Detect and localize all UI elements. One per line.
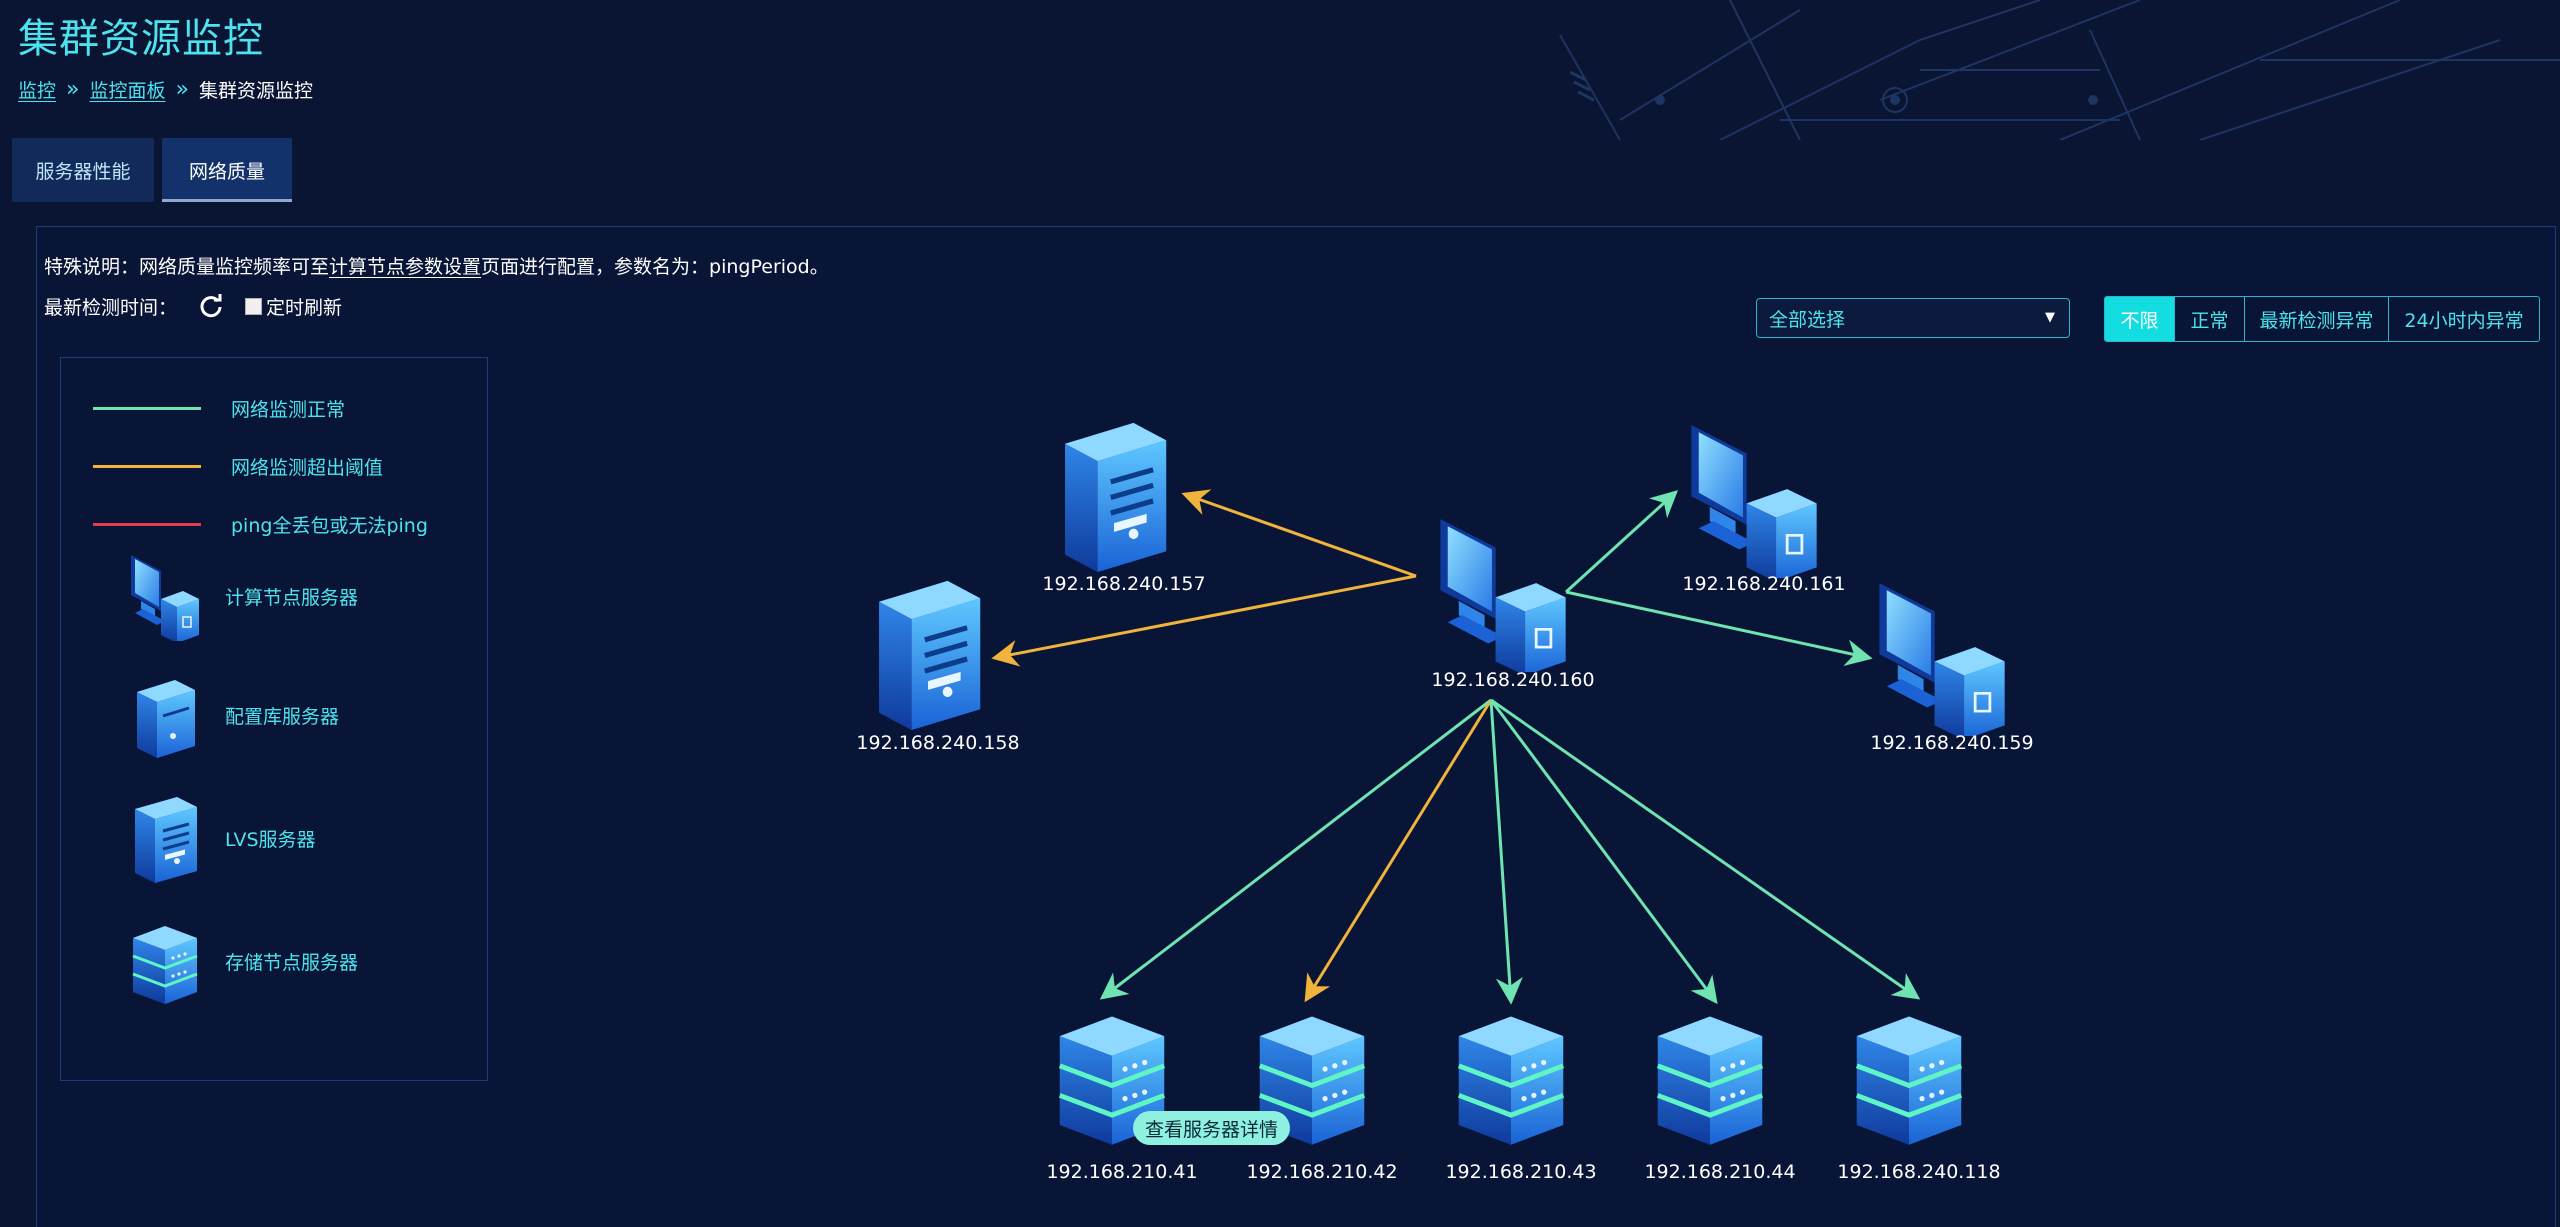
link-normal (1564, 490, 1678, 594)
legend-item-config: 配置库服务器 (61, 670, 339, 760)
legend-label: 网络监测超出阈值 (231, 457, 384, 479)
legend-line-fail (93, 523, 201, 526)
page-title: 集群资源监控 (18, 16, 264, 62)
breadcrumb-link-dashboard[interactable]: 监控面板 (89, 80, 166, 102)
filter-24h-abnormal[interactable]: 24小时内异常 (2404, 309, 2524, 332)
lvs-server-icon (1065, 423, 1166, 572)
refresh-icon[interactable] (197, 292, 225, 320)
legend-line-normal (93, 407, 201, 410)
topology-node-compute[interactable]: 192.168.240.159 (1870, 581, 2034, 754)
links-layer (991, 489, 1921, 1005)
breadcrumb-current: 集群资源监控 (198, 80, 313, 102)
auto-refresh-label: 定时刷新 (266, 296, 343, 319)
filter-all[interactable]: 不限 (2105, 297, 2175, 341)
legend-item-fail: ping全丢包或无法ping (61, 511, 428, 538)
topology-node-storage[interactable]: 192.168.210.41 (1046, 1016, 1198, 1183)
breadcrumb-separator-icon: » (175, 77, 189, 102)
filter-normal[interactable]: 正常 (2175, 297, 2245, 341)
node-ip-label: 192.168.210.42 (1246, 1161, 1397, 1183)
compute-node-settings-link[interactable]: 计算节点参数设置 (329, 256, 482, 278)
link-normal (1565, 590, 1873, 667)
legend-line-threshold (93, 465, 201, 468)
server-select-dropdown[interactable]: 全部选择 ▼ (1756, 298, 2070, 338)
tab-network-quality[interactable]: 网络质量 (162, 138, 292, 202)
link-threshold (1181, 489, 1417, 578)
notice-text: 特殊说明：网络质量监控频率可至计算节点参数设置页面进行配置，参数名为：pingP… (44, 252, 829, 279)
auto-refresh-checkbox[interactable] (245, 297, 263, 315)
storage-server-icon (1459, 1016, 1563, 1144)
topology-node-storage[interactable]: 192.168.240.118 (1837, 1016, 2001, 1183)
legend-label: 计算节点服务器 (225, 586, 359, 609)
node-ip-label: 192.168.240.118 (1837, 1161, 2000, 1183)
storage-server-icon (1658, 1016, 1762, 1144)
topology-node-lvs[interactable]: 192.168.240.158 (856, 581, 1020, 754)
link-threshold (1304, 699, 1493, 1003)
legend-item-compute: 计算节点服务器 (61, 551, 358, 641)
legend-item-lvs: LVS服务器 (61, 793, 316, 883)
legend-panel: 网络监测正常 网络监测超出阈值 ping全丢包或无法ping 计算节点服务器 配… (60, 357, 488, 1081)
link-normal (1099, 698, 1492, 1000)
legend-item-storage: 存储节点服务器 (61, 916, 358, 1006)
dropdown-arrow-icon: ▼ (2045, 310, 2055, 325)
detect-row: 最新检测时间： 定时刷新 (44, 292, 342, 320)
topology-node-storage[interactable]: 192.168.210.42 (1246, 1016, 1398, 1183)
status-filter-group: 不限 正常 最新检测异常 24小时内异常 (2104, 296, 2540, 342)
compute-server-icon (1689, 423, 1819, 578)
node-ip-label: 192.168.240.157 (1042, 573, 1205, 595)
breadcrumb: 监控 » 监控面板 » 集群资源监控 (18, 76, 313, 103)
auto-refresh-toggle[interactable]: 定时刷新 (245, 293, 342, 320)
topology-node-compute[interactable]: 192.168.240.161 (1682, 423, 1846, 595)
lvs-server-icon (879, 581, 980, 730)
node-ip-label: 192.168.210.41 (1046, 1161, 1197, 1183)
topology-node-lvs[interactable]: 192.168.240.157 (1042, 423, 1206, 595)
nodes-layer: 192.168.240.160 192.168.240.157 192.168.24… (856, 423, 2034, 1183)
link-normal (1489, 699, 1718, 1005)
node-ip-label: 192.168.240.160 (1431, 669, 1594, 691)
topology-node-storage[interactable]: 192.168.210.43 (1445, 1016, 1597, 1183)
notice-suffix: 页面进行配置，参数名为：pingPeriod。 (481, 256, 829, 278)
topology-node-storage[interactable]: 192.168.210.44 (1644, 1016, 1796, 1183)
filter-latest-abnormal[interactable]: 最新检测异常 (2245, 297, 2389, 341)
compute-server-icon (1438, 517, 1568, 672)
link-normal (1489, 699, 1523, 1005)
circuit-decoration (1559, 0, 2560, 140)
legend-label: LVS服务器 (225, 828, 316, 851)
link-normal (1490, 698, 1921, 1000)
node-ip-label: 192.168.240.158 (856, 732, 1019, 754)
legend-label: 配置库服务器 (225, 705, 340, 728)
legend-label: 存储节点服务器 (225, 951, 359, 974)
topology-node-compute[interactable]: 192.168.240.160 (1431, 517, 1595, 691)
node-ip-label: 192.168.210.44 (1644, 1161, 1795, 1183)
node-ip-label: 192.168.240.159 (1870, 732, 2033, 754)
node-ip-label: 192.168.210.43 (1445, 1161, 1596, 1183)
last-detect-label: 最新检测时间： (44, 296, 178, 319)
server-detail-tooltip[interactable]: 查看服务器详情 (1133, 1111, 1291, 1145)
server-select-value: 全部选择 (1769, 308, 1846, 331)
legend-label: 网络监测正常 (231, 399, 346, 421)
legend-label: ping全丢包或无法ping (231, 515, 428, 537)
link-threshold (991, 574, 1417, 667)
tab-server-performance[interactable]: 服务器性能 (12, 138, 154, 202)
legend-item-threshold: 网络监测超出阈值 (61, 453, 383, 480)
node-ip-label: 192.168.240.161 (1682, 573, 1845, 595)
breadcrumb-separator-icon: » (66, 77, 80, 102)
breadcrumb-link-monitor[interactable]: 监控 (18, 80, 57, 102)
storage-server-icon (1857, 1016, 1961, 1144)
legend-item-normal: 网络监测正常 (61, 395, 345, 422)
compute-server-icon (1877, 581, 2007, 736)
notice-prefix: 特殊说明：网络质量监控频率可至 (44, 256, 330, 278)
